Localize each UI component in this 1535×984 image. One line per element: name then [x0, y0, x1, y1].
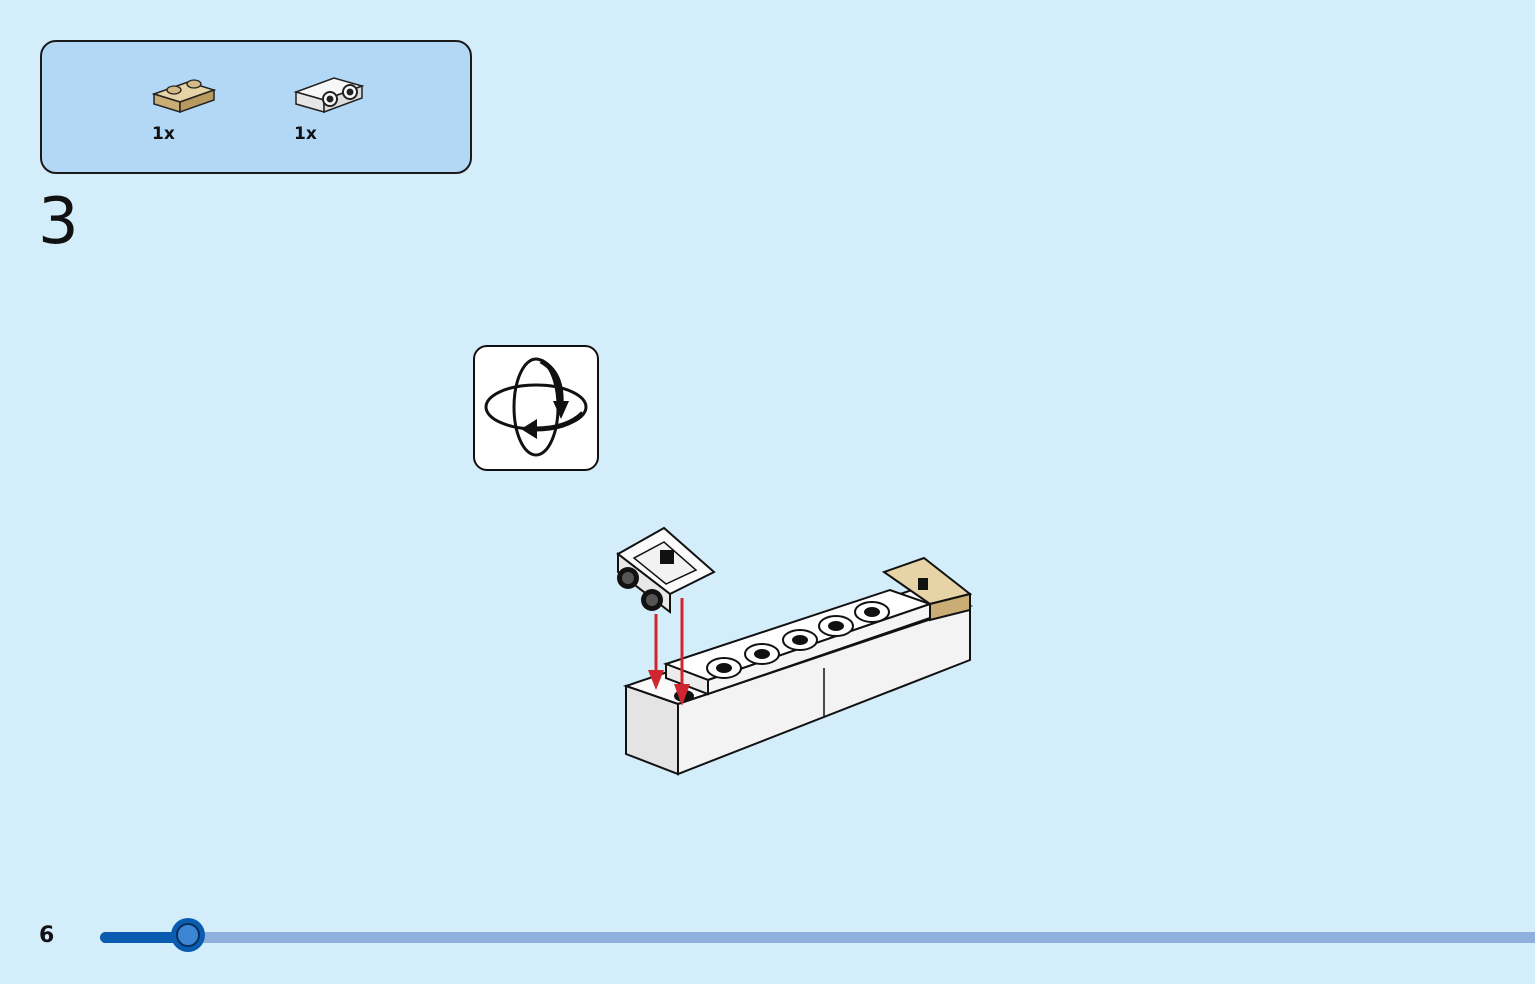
- parts-list-panel: 1x 1x: [40, 40, 472, 174]
- step-number: 3: [38, 185, 79, 259]
- progress-fill: [100, 932, 188, 943]
- white-bracket-icon: [293, 77, 365, 114]
- build-step-illustration: [616, 526, 974, 776]
- part-item: 1x: [292, 68, 382, 148]
- progress-knob: [171, 918, 205, 952]
- rotate-model-callout: [473, 345, 599, 471]
- tan-plate-1x2-icon: [151, 79, 217, 114]
- progress-track: [100, 918, 1535, 952]
- page-number: 6: [39, 923, 55, 948]
- part-quantity: 1x: [294, 124, 317, 144]
- part-quantity: 1x: [152, 124, 175, 144]
- rotate-model-icon: [484, 357, 588, 457]
- part-item: 1x: [148, 68, 238, 148]
